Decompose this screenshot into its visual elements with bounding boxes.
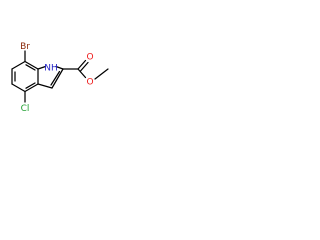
bond-carbonyl-c-ester-o <box>77 68 87 79</box>
bond-c7-c7a <box>24 60 39 70</box>
bond-c6-c7 <box>11 60 26 70</box>
double-bond-c2-c3-inner <box>50 70 61 86</box>
structure-drawing: Br NH O O Cl <box>11 42 109 114</box>
bond-ester-o-methyl <box>94 68 109 80</box>
bond-c4-c5 <box>11 83 26 93</box>
double-bond-carbonyl-c-o <box>79 61 89 72</box>
nitrogen-label: NH <box>44 64 58 74</box>
bond-n1-c2 <box>55 65 64 70</box>
chlorine-label: Cl <box>21 104 30 114</box>
bond-c7a-n1 <box>37 65 47 70</box>
ester-oxygen-label: O <box>86 78 93 88</box>
bond-c3a-c4 <box>24 83 39 93</box>
molecule-canvas: Br NH O O Cl <box>0 0 152 152</box>
bond-c2-c3 <box>51 68 64 89</box>
bond-c3-c3a <box>37 83 53 89</box>
double-bond-c7-c7a-inner <box>25 64 36 71</box>
bromine-label: Br <box>20 42 30 52</box>
double-bond-c3a-c4-inner <box>25 82 36 89</box>
bond-carbonyl-c-o <box>77 59 87 70</box>
carbonyl-oxygen-label: O <box>86 53 93 63</box>
